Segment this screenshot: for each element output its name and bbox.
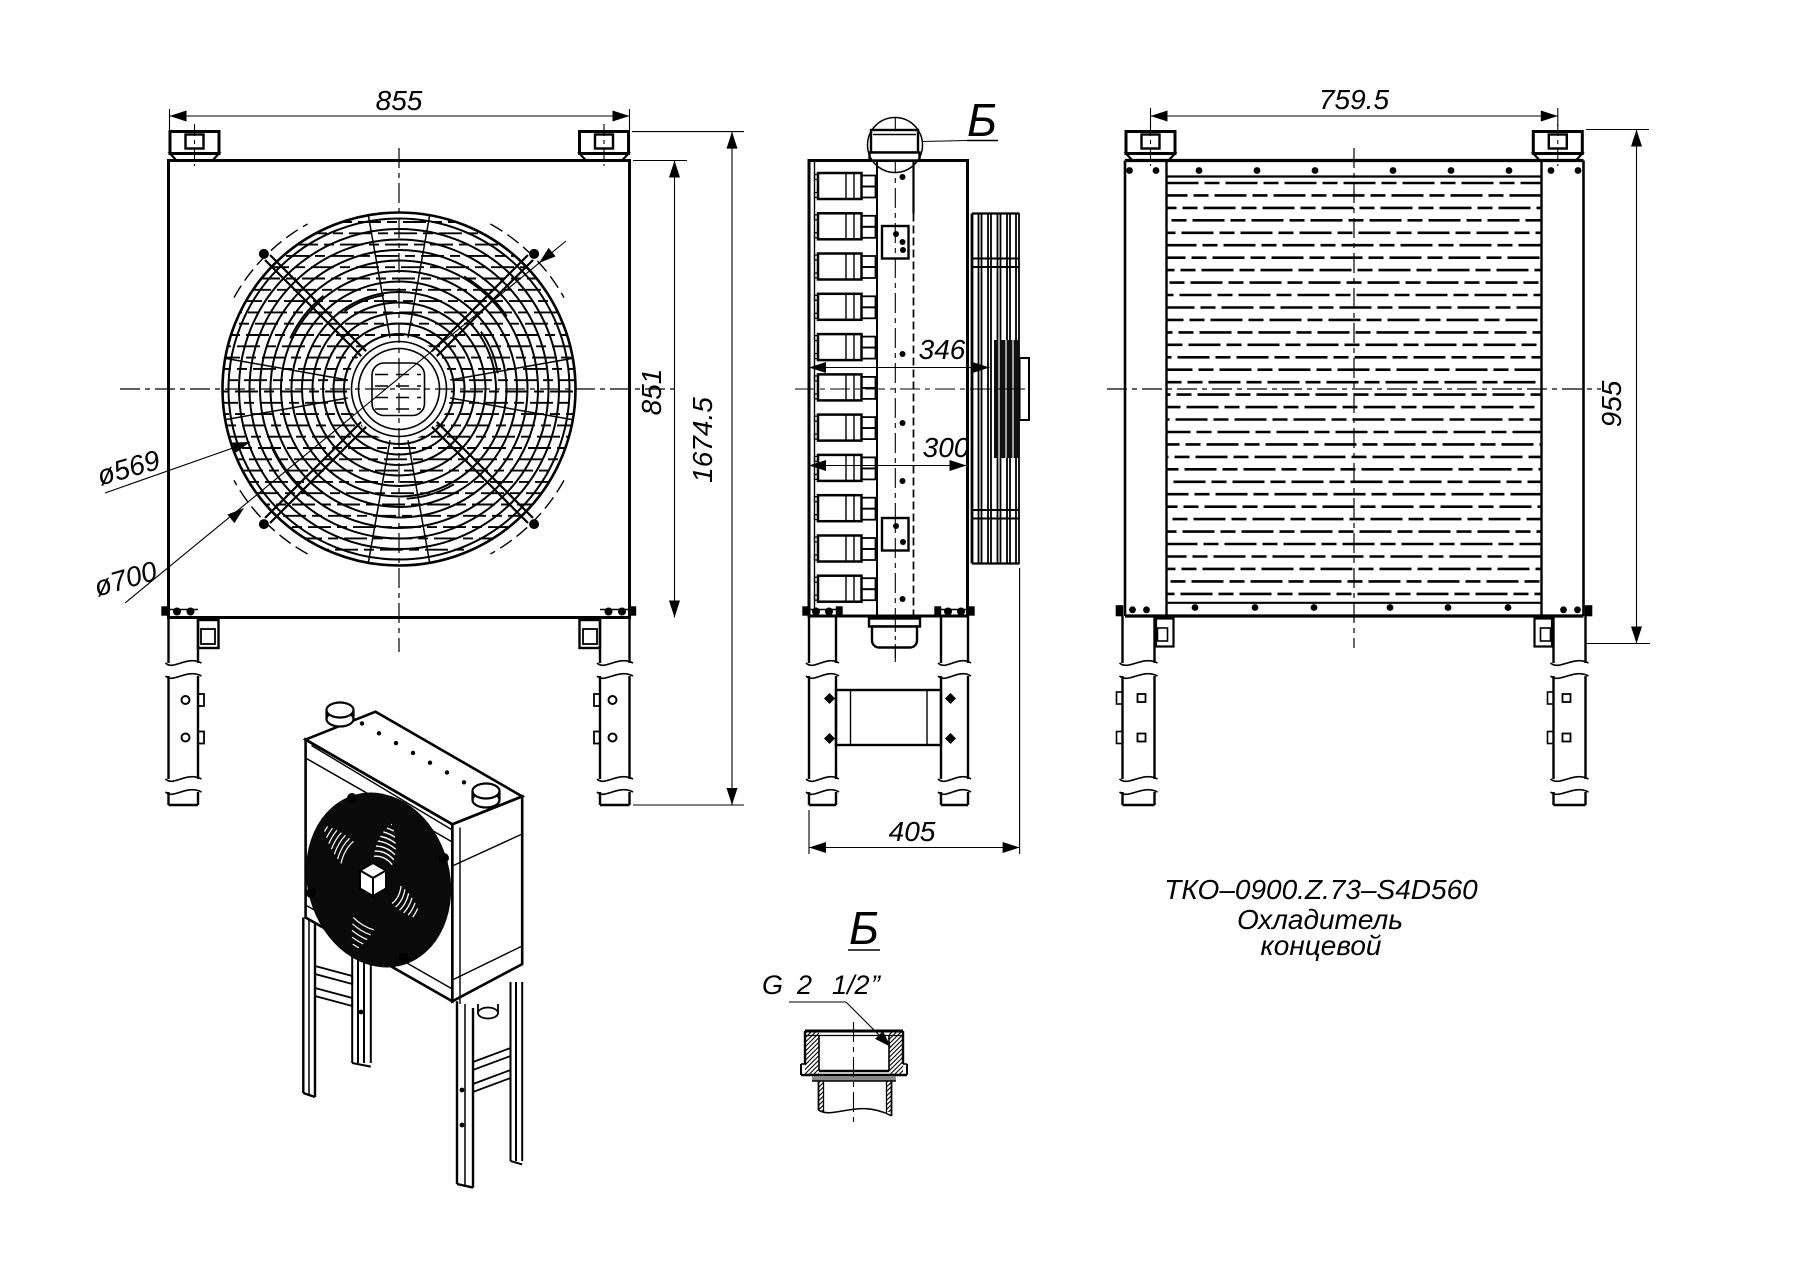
svg-text:1674.5: 1674.5 <box>687 397 718 483</box>
svg-text:Охладитель: Охладитель <box>1237 904 1403 935</box>
svg-text:759.5: 759.5 <box>1319 84 1389 115</box>
svg-text:346: 346 <box>919 334 966 365</box>
svg-text:300: 300 <box>923 432 970 463</box>
svg-text:Б: Б <box>967 94 997 146</box>
svg-text:855: 855 <box>376 85 423 116</box>
svg-text:Б: Б <box>849 902 879 954</box>
svg-text:концевой: концевой <box>1261 930 1382 961</box>
svg-text:851: 851 <box>636 369 667 416</box>
svg-text:955: 955 <box>1596 380 1627 427</box>
svg-text:ТКО–0900.Z.73–S4D560: ТКО–0900.Z.73–S4D560 <box>1164 874 1478 905</box>
svg-text:405: 405 <box>889 816 936 847</box>
